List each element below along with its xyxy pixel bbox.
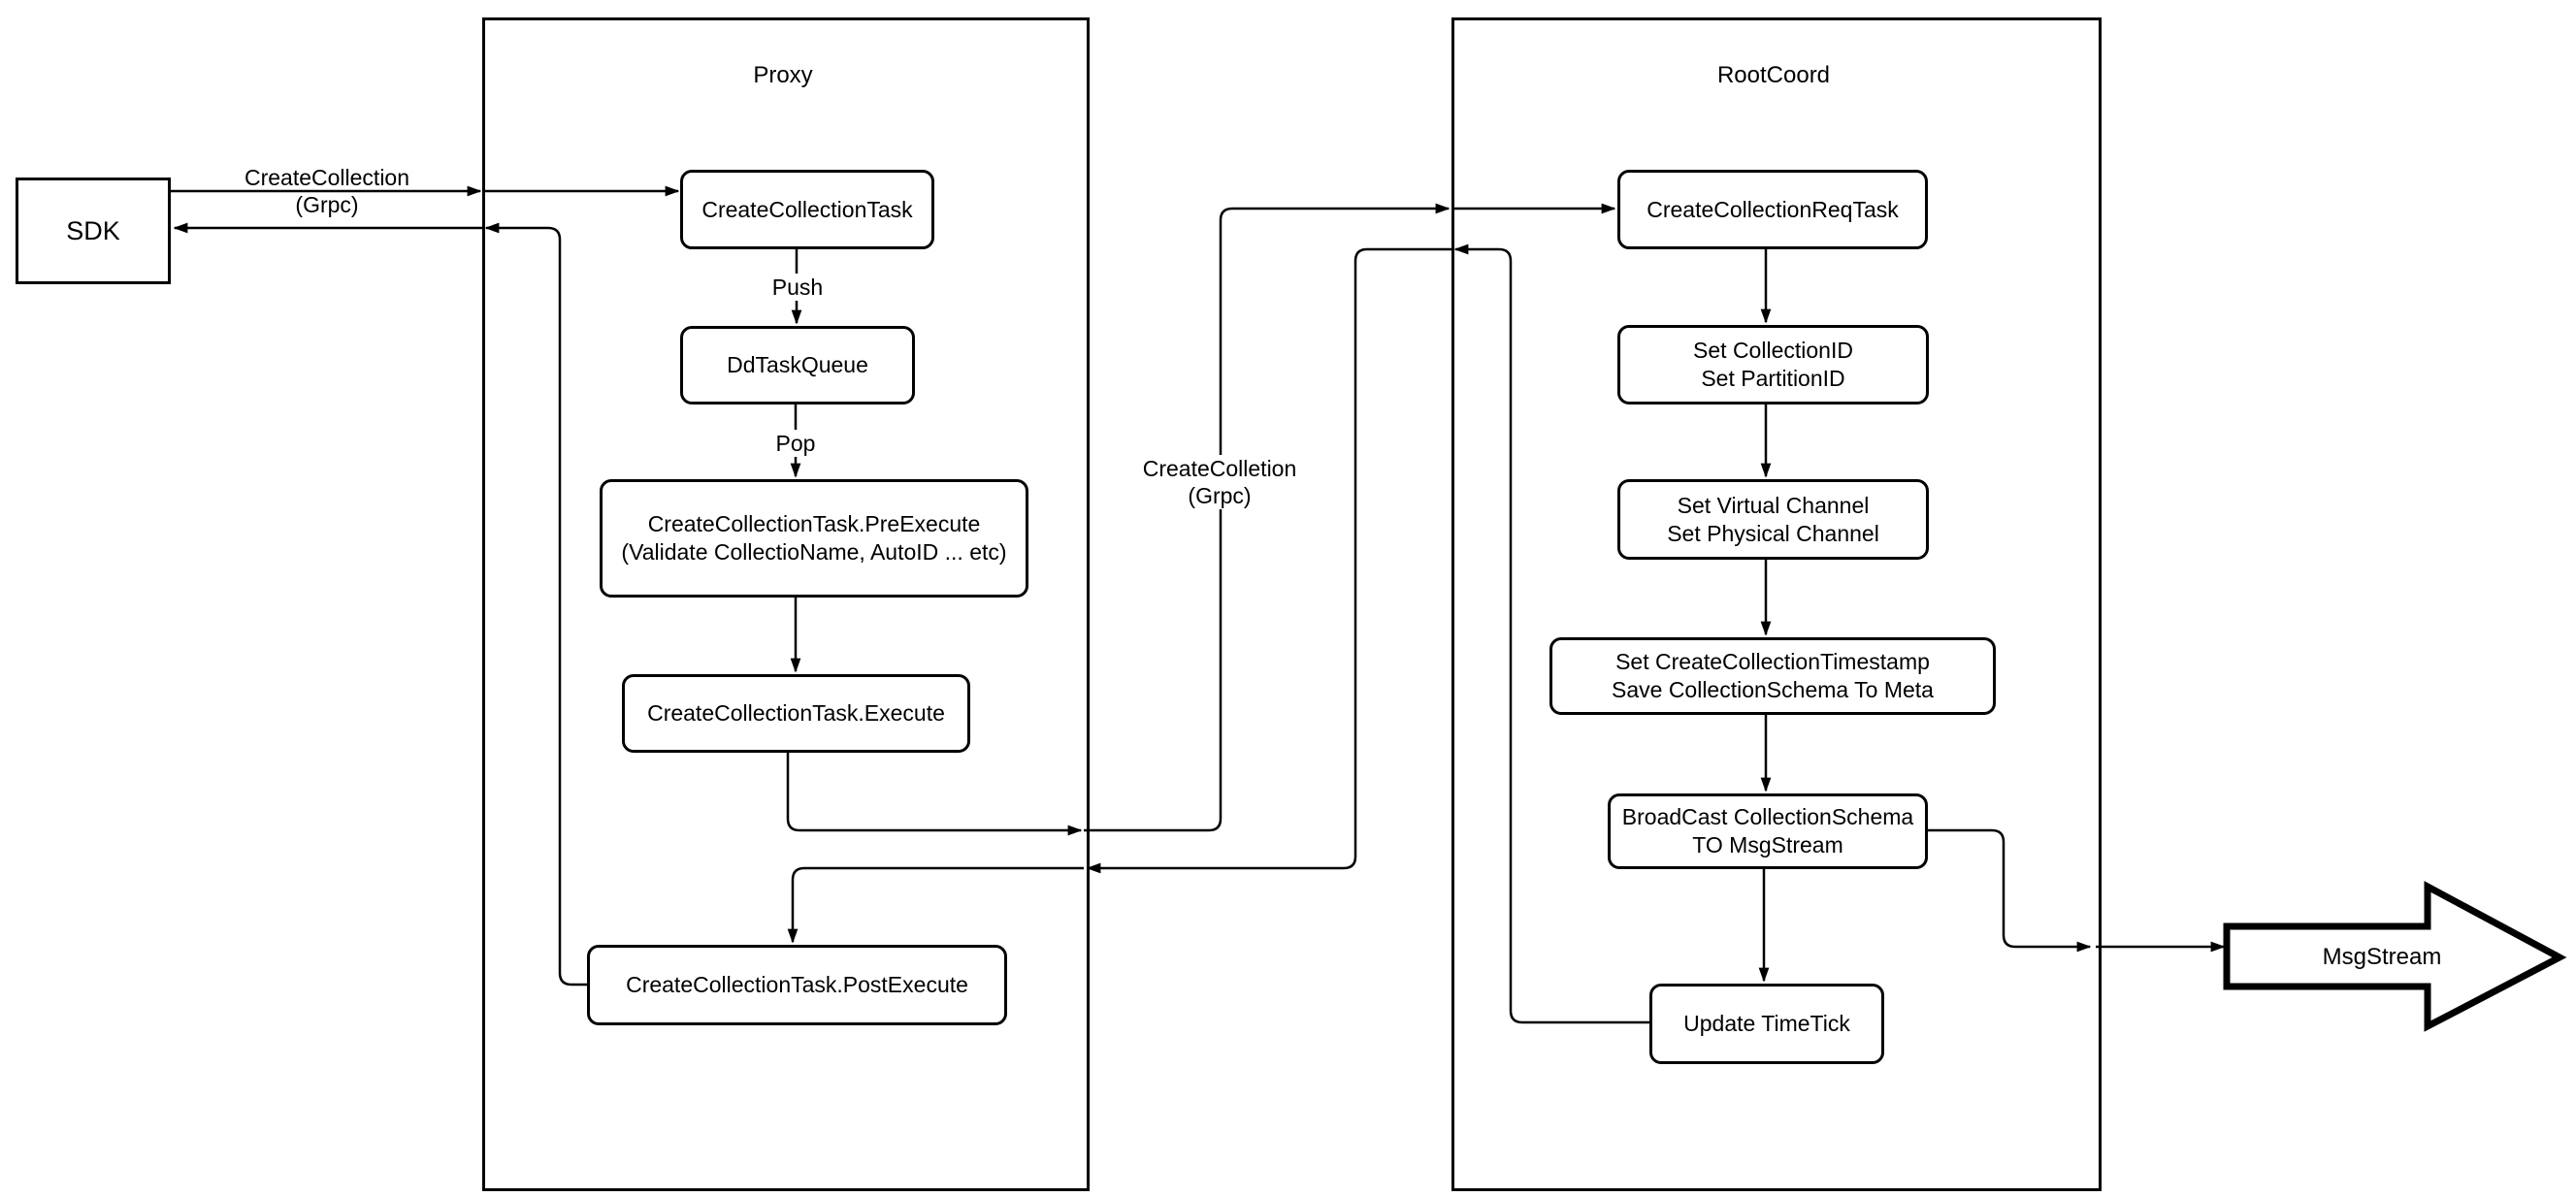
node-set-channels: Set Virtual Channel Set Physical Channel xyxy=(1617,479,1929,560)
edge-postexecute-to-proxy-border xyxy=(484,222,587,987)
node-execute: CreateCollectionTask.Execute xyxy=(622,674,970,753)
node-broadcast: BroadCast CollectionSchema TO MsgStream xyxy=(1608,793,1928,869)
edge-proxy-to-rootcoord-border xyxy=(1084,203,1451,832)
node-create-collection-task: CreateCollectionTask xyxy=(680,170,934,249)
proxy-container xyxy=(482,17,1090,1191)
node-set-timestamp: Set CreateCollectionTimestamp Save Colle… xyxy=(1549,637,1996,715)
edge-execute-to-proxy-border xyxy=(786,753,1083,836)
edge-label-createcolletion-grpc: CreateColletion (Grpc) xyxy=(1139,455,1300,509)
node-sdk: SDK xyxy=(16,178,171,284)
edge-label-push: Push xyxy=(768,274,827,301)
msgstream-arrow-shape xyxy=(2223,881,2567,1032)
edge-updatetimetick-to-rootcoord-border xyxy=(1453,243,1649,1024)
node-pre-execute: CreateCollectionTask.PreExecute (Validat… xyxy=(600,479,1028,598)
edge-broadcast-to-rootcoord-border xyxy=(1928,828,2092,953)
edge-proxy-to-postexecute xyxy=(787,866,1084,944)
edge-rootcoord-return-to-proxy-border xyxy=(1086,247,1451,874)
node-update-timetick: Update TimeTick xyxy=(1649,984,1884,1064)
edge-label-createcollection-grpc: CreateCollection (Grpc) xyxy=(244,165,410,217)
rootcoord-container xyxy=(1451,17,2102,1191)
node-set-ids: Set CollectionID Set PartitionID xyxy=(1617,325,1929,404)
rootcoord-container-title: RootCoord xyxy=(1716,62,1831,88)
node-post-execute: CreateCollectionTask.PostExecute xyxy=(587,945,1007,1025)
proxy-container-title: Proxy xyxy=(753,62,813,88)
node-create-collection-req-task: CreateCollectionReqTask xyxy=(1617,170,1928,249)
node-dd-task-queue: DdTaskQueue xyxy=(680,326,915,404)
edge-label-pop: Pop xyxy=(772,430,819,457)
msgstream-label: MsgStream xyxy=(2322,944,2442,970)
